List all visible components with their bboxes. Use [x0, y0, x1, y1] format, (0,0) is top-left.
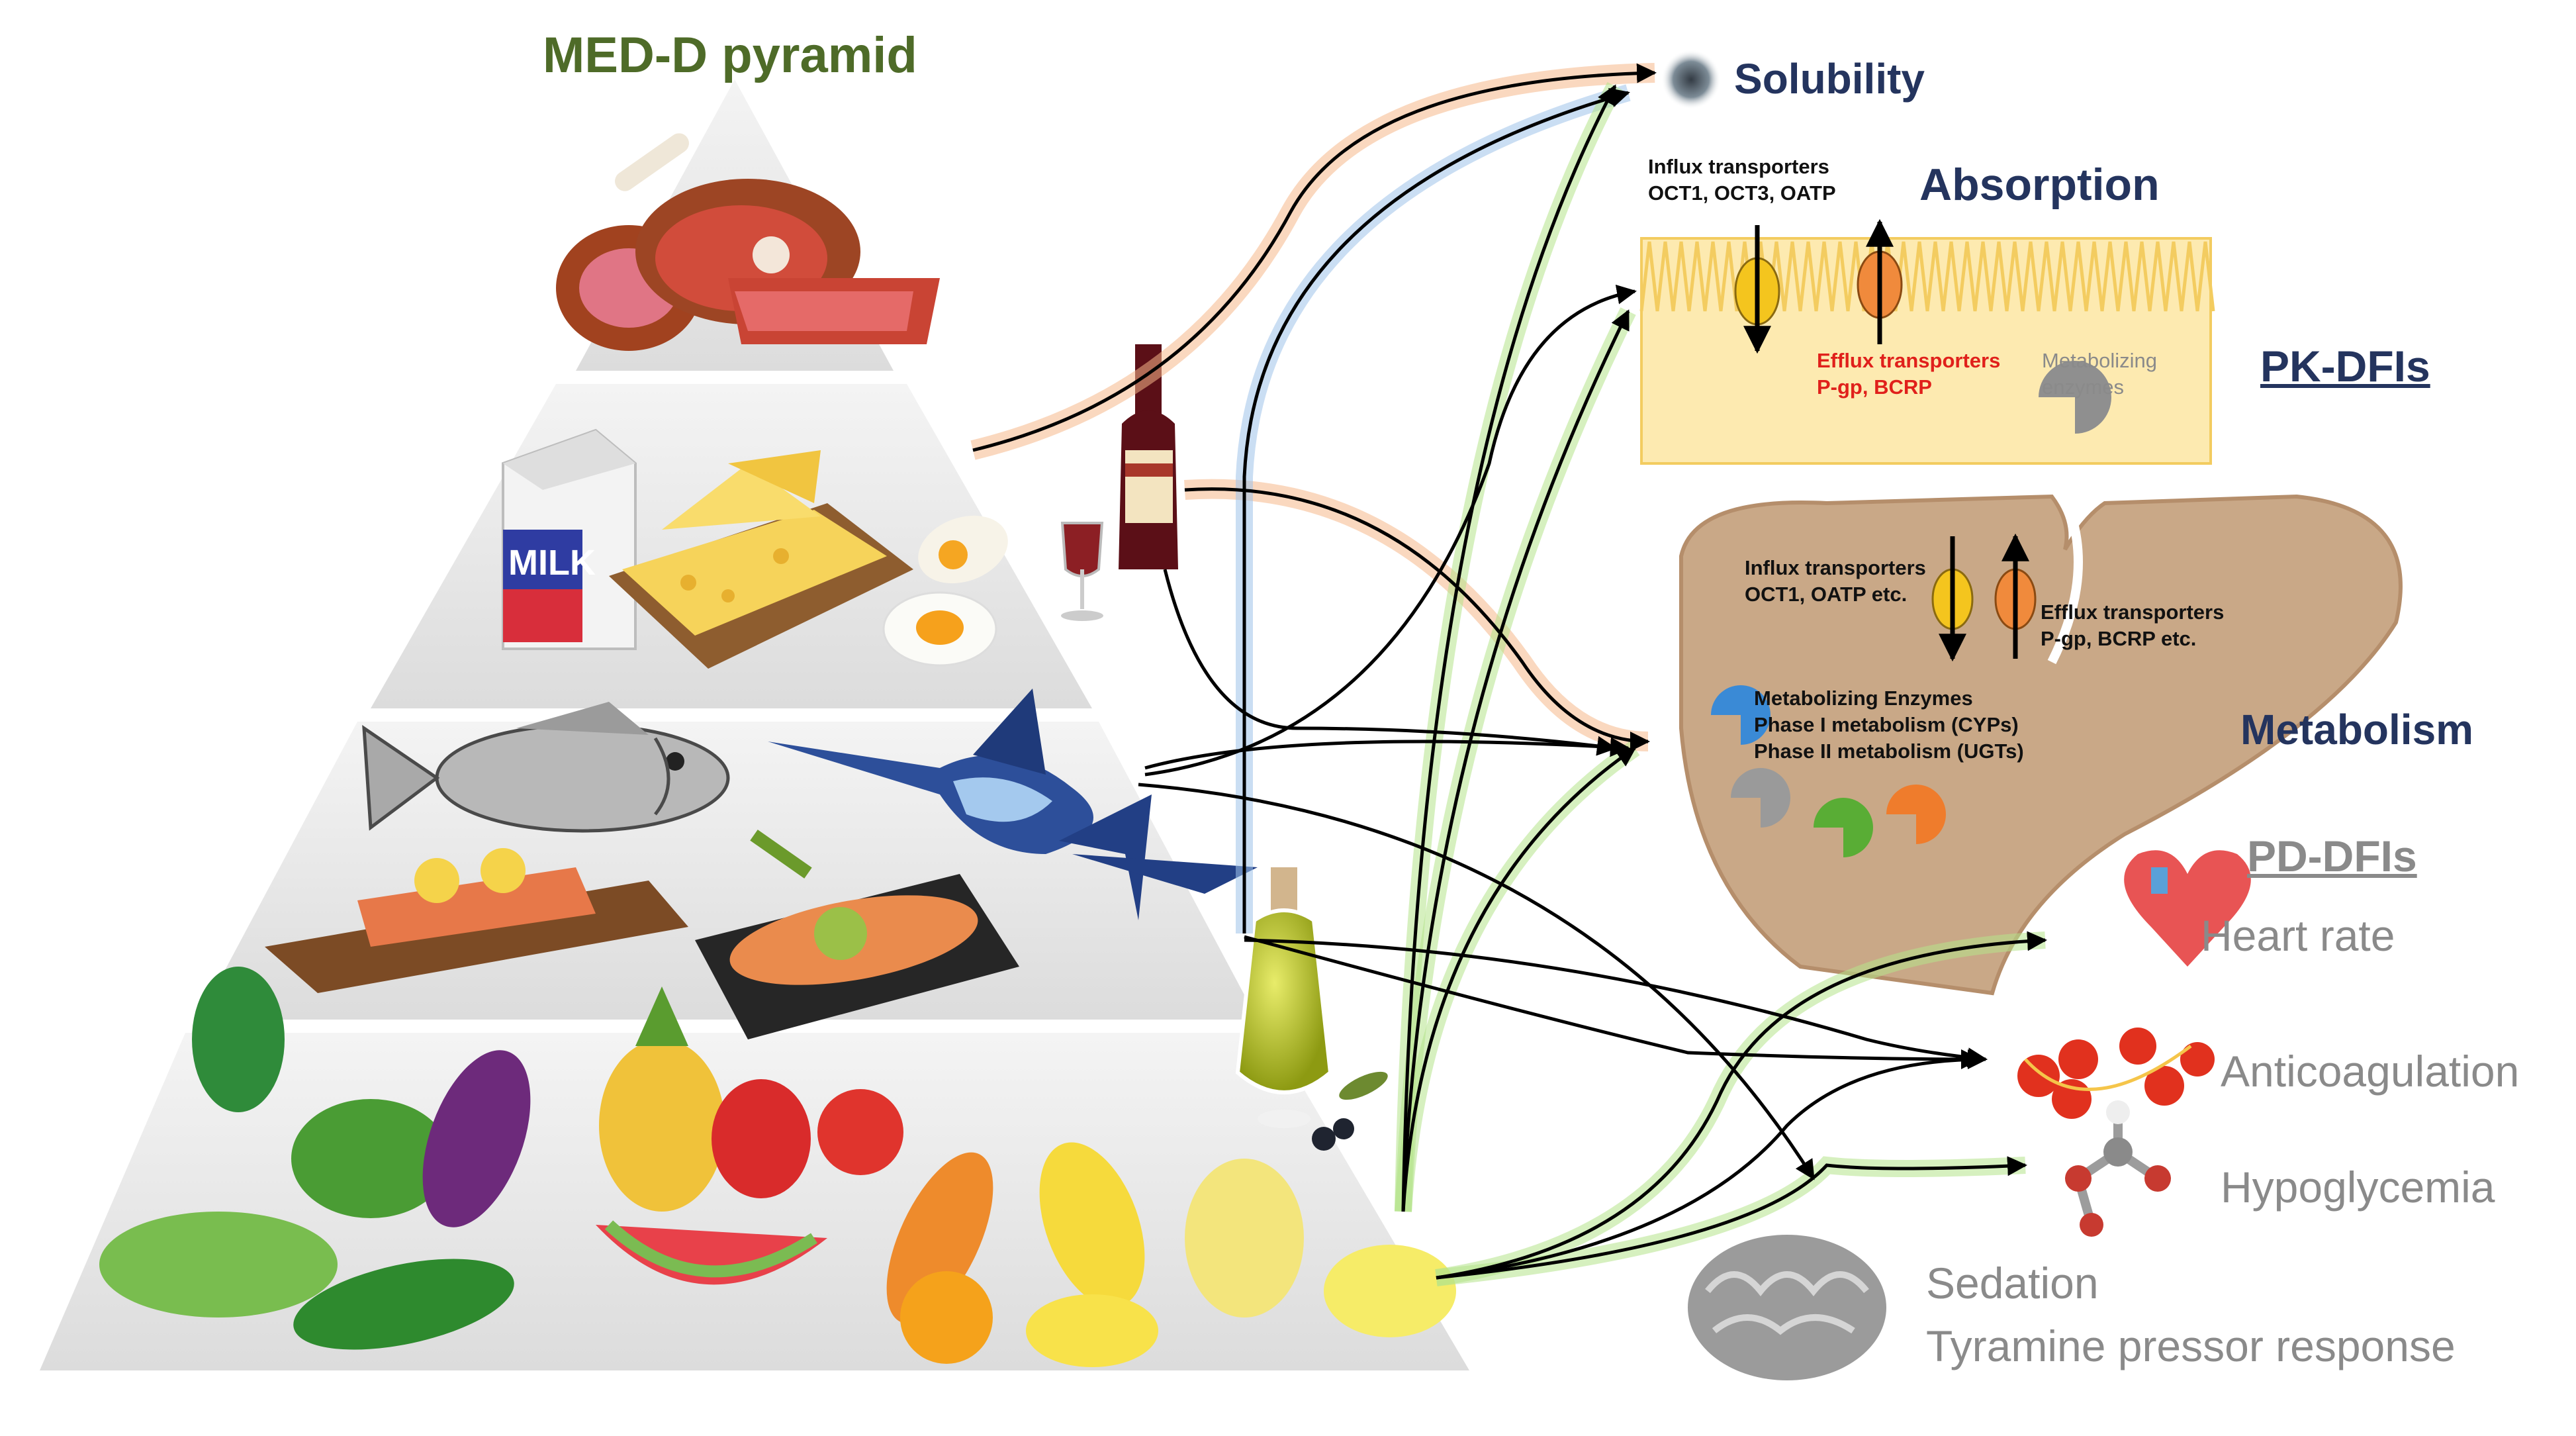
pk-dfis-heading: PK-DFIs — [2260, 342, 2430, 391]
milk-carton-icon: MILK — [502, 428, 637, 650]
vegetables-icon — [99, 967, 1456, 1367]
meat-icon — [556, 133, 940, 351]
intestinal-wall-icon — [1639, 218, 2215, 465]
metabolism-enzymes-label: Metabolizing Enzymes Phase I metabolism … — [1754, 687, 2024, 763]
blood-cells-icon — [2017, 1028, 2215, 1119]
olive-oil-icon — [1235, 867, 1388, 1151]
absorption-metab-label: Metabolizing enzymes — [2042, 349, 2158, 399]
glucose-molecule-icon — [2065, 1100, 2171, 1237]
absorption-title: Absorption — [1919, 160, 2160, 210]
villi-outline — [1639, 241, 2215, 312]
absorption-efflux-label: Efflux transporters P-gp, BCRP — [1817, 349, 2001, 399]
heart-rate-label: Heart rate — [2201, 911, 2395, 960]
pyramid-title: MED-D pyramid — [543, 27, 917, 83]
heart-icon — [2124, 850, 2251, 967]
connector-lines — [970, 63, 2047, 1286]
solubility-icon — [1661, 50, 1721, 109]
salmon-icon — [265, 848, 688, 993]
liver-icon — [1679, 494, 2403, 996]
metabolism-title: Metabolism — [2240, 706, 2474, 753]
tyramine-label: Tyramine pressor response — [1926, 1321, 2456, 1370]
metabolism-influx-label: Influx transporters OCT1, OATP etc. — [1745, 556, 1926, 606]
solubility-label: Solubility — [1734, 55, 1925, 103]
marlin-icon — [768, 689, 1258, 920]
absorption-influx-label: Influx transporters OCT1, OCT3, OATP — [1648, 155, 1836, 205]
fish-icon — [362, 702, 730, 833]
anticoagulation-label: Anticoagulation — [2221, 1047, 2520, 1096]
milk-label: MILK — [508, 543, 596, 583]
hypoglycemia-label: Hypoglycemia — [2221, 1163, 2495, 1212]
metabolism-efflux-label: Efflux transporters P-gp, BCRP etc. — [2041, 600, 2225, 650]
brain-icon — [1688, 1235, 1886, 1380]
cheese-icon — [609, 450, 913, 669]
sedation-label: Sedation — [1926, 1259, 2099, 1308]
pd-dfis-heading: PD-DFIs — [2247, 832, 2417, 881]
egg-icon — [882, 515, 1008, 667]
shrimp-icon — [695, 830, 1019, 1039]
